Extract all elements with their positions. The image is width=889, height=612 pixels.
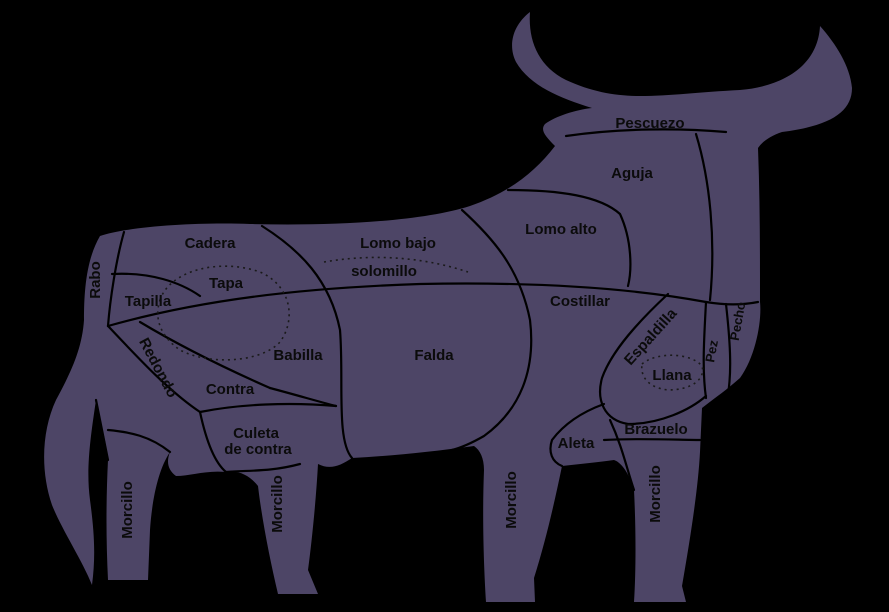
label-brazuelo: Brazuelo bbox=[624, 421, 687, 438]
label-morcillo-rear-left: Morcillo bbox=[119, 481, 136, 539]
label-tapa: Tapa bbox=[209, 275, 244, 292]
label-pescuezo: Pescuezo bbox=[615, 115, 684, 132]
label-cadera: Cadera bbox=[185, 235, 237, 252]
label-culeta-line2: de contra bbox=[224, 441, 292, 458]
label-falda: Falda bbox=[414, 347, 454, 364]
label-morcillo-rear-right: Morcillo bbox=[269, 475, 286, 533]
label-aguja: Aguja bbox=[611, 165, 653, 182]
label-contra: Contra bbox=[206, 381, 255, 398]
label-rabo: Rabo bbox=[87, 261, 104, 299]
label-culeta-line1: Culeta bbox=[233, 425, 280, 442]
label-llana: Llana bbox=[652, 367, 692, 384]
label-lomo-bajo: Lomo bajo bbox=[360, 235, 436, 252]
label-lomo-alto: Lomo alto bbox=[525, 221, 597, 238]
label-costillar: Costillar bbox=[550, 293, 610, 310]
label-aleta: Aleta bbox=[558, 435, 595, 452]
label-morcillo-front-left: Morcillo bbox=[503, 471, 520, 529]
label-tapilla: Tapilla bbox=[125, 293, 172, 310]
label-babilla: Babilla bbox=[273, 347, 323, 364]
label-solomillo: solomillo bbox=[351, 263, 417, 280]
label-morcillo-front-right: Morcillo bbox=[647, 465, 664, 523]
